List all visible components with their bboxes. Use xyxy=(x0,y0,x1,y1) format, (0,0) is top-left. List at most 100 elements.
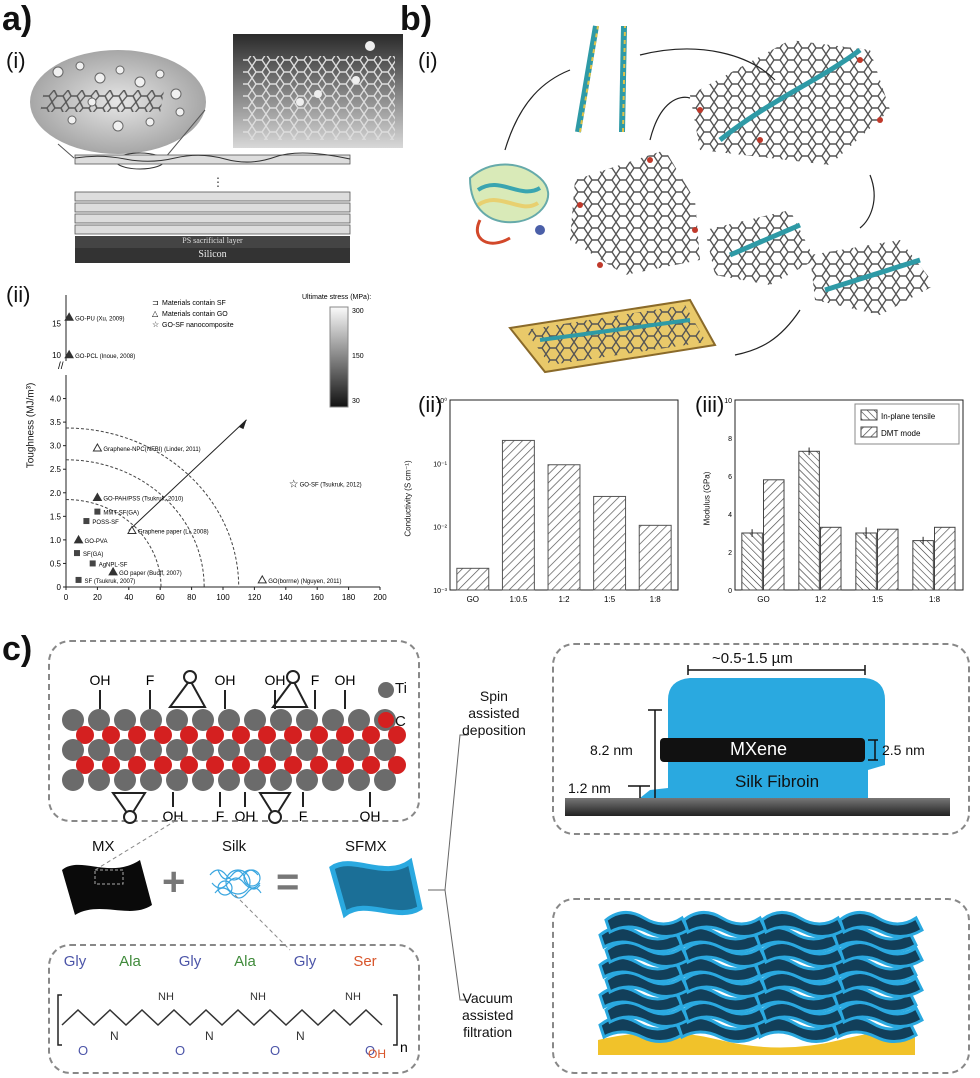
legend-swatch xyxy=(860,426,878,438)
x-tick-label: 80 xyxy=(187,593,196,602)
bar xyxy=(877,528,899,591)
legend-entry: In-plane tensile xyxy=(881,412,936,421)
c-atom xyxy=(102,756,120,774)
trend-arrow xyxy=(128,419,247,531)
o-atom xyxy=(286,670,300,684)
y-tick-label: 4.0 xyxy=(50,395,62,404)
surface-group: F xyxy=(299,808,308,824)
y-axis-break: // xyxy=(58,361,64,372)
c-atom xyxy=(180,756,198,774)
mxene-label: MXene xyxy=(730,739,788,759)
residue-label: Gly xyxy=(294,953,317,970)
ti-atom xyxy=(114,769,136,791)
legend-marker: ⊐ xyxy=(152,298,159,307)
panel-b-i-label: (i) xyxy=(418,48,438,73)
data-point xyxy=(75,576,82,583)
ti-atom xyxy=(166,769,188,791)
data-point xyxy=(64,312,75,321)
legend-entry: Materials contain GO xyxy=(162,311,228,318)
sfmx-flake xyxy=(832,986,918,1013)
c-atom xyxy=(310,756,328,774)
peptide-box xyxy=(48,944,420,1074)
c-atom xyxy=(336,726,354,744)
ti-atom xyxy=(114,709,136,731)
plus-sign: + xyxy=(162,860,186,904)
sfmx-label: SFMX xyxy=(345,838,387,855)
height-dimension: 8.2 nm xyxy=(590,742,633,758)
ti-atom xyxy=(218,769,240,791)
silicon-label: Silicon xyxy=(198,249,227,260)
y-tick-label: 10⁻³ xyxy=(433,588,447,595)
y-tick-label: 4 xyxy=(728,512,732,519)
ti-atom xyxy=(62,709,84,731)
legend-swatch xyxy=(860,409,878,421)
ti-atom xyxy=(192,709,214,731)
c-atom xyxy=(206,726,224,744)
o-atom xyxy=(123,810,137,824)
y-tick-label: 1.5 xyxy=(50,512,62,521)
x-tick-label: 1:2 xyxy=(558,595,570,604)
ti-atom xyxy=(374,769,396,791)
o-atom: O xyxy=(270,1043,280,1058)
sfmx-flake xyxy=(838,911,924,938)
x-tick-label: 120 xyxy=(248,593,262,602)
point-label: Graphene-NPC(NFBI) (Linder, 2011) xyxy=(103,447,200,453)
residue-label: Ala xyxy=(234,953,256,970)
surface-group: OH xyxy=(265,672,286,688)
sfmx-flake xyxy=(832,1016,918,1043)
o-atom: O xyxy=(175,1043,185,1058)
surface-group: F xyxy=(311,672,320,688)
data-point xyxy=(257,574,268,584)
ti-atom xyxy=(296,709,318,731)
ti-atom xyxy=(374,739,396,761)
o-bridge xyxy=(258,792,292,819)
surface-group: OH xyxy=(215,672,236,688)
ti-atom xyxy=(348,769,370,791)
ti-atom xyxy=(244,739,266,761)
c-atom xyxy=(180,726,198,744)
y-tick-label: 8 xyxy=(728,436,732,443)
legend-entry: GO-SF nanocomposite xyxy=(162,322,234,329)
point-label: GO-PCL (Inoue, 2008) xyxy=(75,354,135,360)
y-tick-label: 6 xyxy=(728,474,732,481)
c-atom xyxy=(388,726,406,744)
ti-atom xyxy=(140,769,162,791)
sfmx-flake xyxy=(832,926,918,953)
ti-atom xyxy=(348,709,370,731)
mx-label: MX xyxy=(92,838,115,855)
x-tick-label: 60 xyxy=(156,593,165,602)
ti-atom xyxy=(62,739,84,761)
ti-atom xyxy=(244,709,266,731)
surface-group: OH xyxy=(235,808,256,824)
atom-legend xyxy=(378,682,394,728)
ti-atom xyxy=(296,739,318,761)
y-tick-label: 1.0 xyxy=(50,536,62,545)
c-atom xyxy=(362,726,380,744)
c-atom xyxy=(362,756,380,774)
y-tick-label: 2 xyxy=(728,550,732,557)
o-atom: O xyxy=(78,1043,88,1058)
backbone xyxy=(61,1008,383,1027)
ti-atom xyxy=(218,739,240,761)
surface-group: OH xyxy=(90,672,111,688)
point-label: GO-PU (Xu, 2009) xyxy=(75,316,124,322)
surface-group: OH xyxy=(163,808,184,824)
legend-marker: △ xyxy=(152,309,159,318)
ti-atom xyxy=(218,709,240,731)
data-point xyxy=(73,534,84,544)
c-atom xyxy=(76,756,94,774)
y-tick-label: 3.0 xyxy=(50,442,62,451)
y-tick-label: 0 xyxy=(728,588,732,595)
point-label: GO-SF (Tsukruk, 2012) xyxy=(300,482,362,488)
nh-label: NH xyxy=(345,991,361,1003)
ti-atom xyxy=(166,709,188,731)
o-atom xyxy=(268,810,282,824)
point-label: SF (Tsukruk, 2007) xyxy=(85,579,136,585)
sfmx-flake xyxy=(832,956,918,983)
plot-frame xyxy=(734,399,964,591)
ti-atom xyxy=(192,739,214,761)
